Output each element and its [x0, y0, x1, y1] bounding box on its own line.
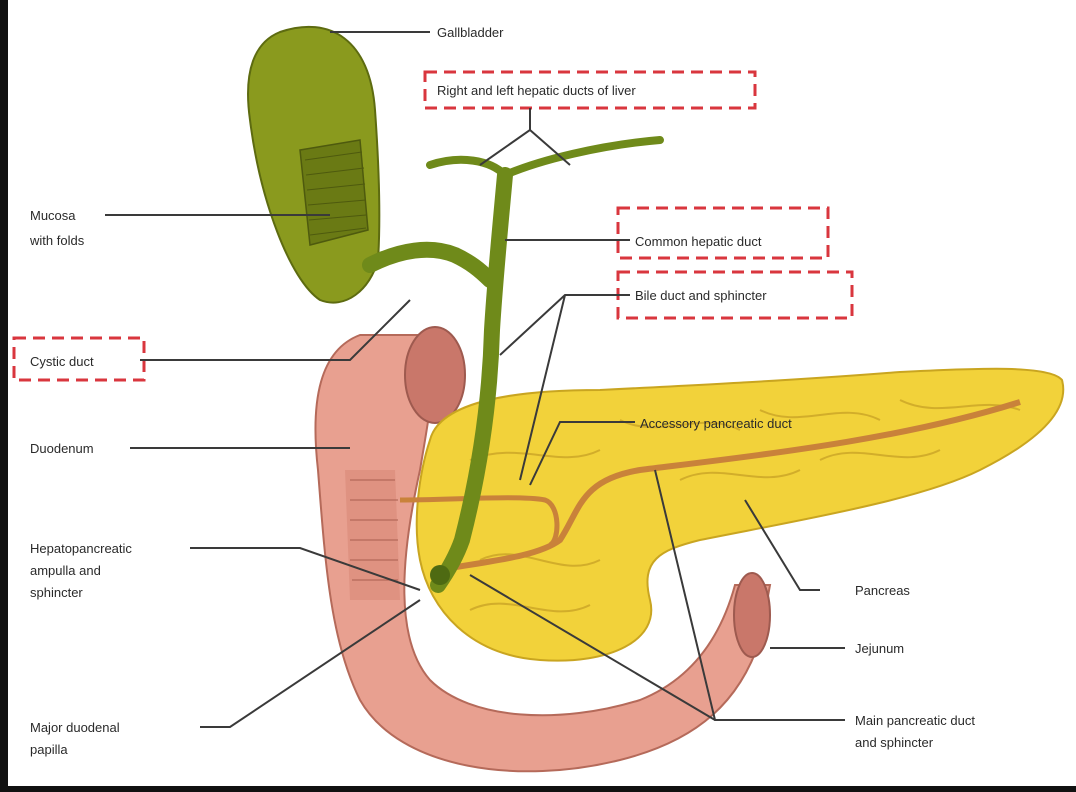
highlight-common-hepatic	[618, 208, 828, 258]
label-main-2: and sphincter	[855, 735, 934, 750]
label-bile-duct: Bile duct and sphincter	[635, 288, 767, 303]
bottom-border	[0, 786, 1076, 792]
label-pancreas: Pancreas	[855, 583, 910, 598]
label-mucosa-2: with folds	[29, 233, 85, 248]
label-jejunum: Jejunum	[855, 641, 904, 656]
gallbladder	[248, 27, 490, 303]
label-accessory-duct: Accessory pancreatic duct	[640, 416, 792, 431]
label-mucosa-1: Mucosa	[30, 208, 76, 223]
label-hp-2: ampulla and	[30, 563, 101, 578]
label-duodenum: Duodenum	[30, 441, 94, 456]
label-hepatic-ducts: Right and left hepatic ducts of liver	[437, 83, 636, 98]
left-border	[0, 0, 8, 792]
label-major-2: papilla	[30, 742, 68, 757]
label-cystic-duct: Cystic duct	[30, 354, 94, 369]
label-major-1: Major duodenal	[30, 720, 120, 735]
label-gallbladder: Gallbladder	[437, 25, 504, 40]
label-common-hepatic: Common hepatic duct	[635, 234, 762, 249]
label-main-1: Main pancreatic duct	[855, 713, 975, 728]
label-hp-1: Hepatopancreatic	[30, 541, 132, 556]
label-hp-3: sphincter	[30, 585, 83, 600]
